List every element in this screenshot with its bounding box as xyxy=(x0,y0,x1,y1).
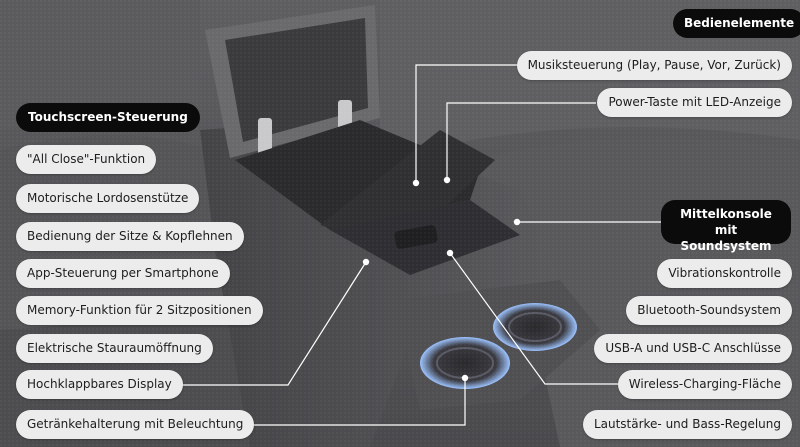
feature-vibration: Vibrationskontrolle xyxy=(657,259,792,288)
feature-lordosenstuetze: Motorische Lordosenstütze xyxy=(16,184,200,213)
feature-usb: USB-A und USB-C Anschlüsse xyxy=(594,334,792,363)
feature-display: Hochklappbares Display xyxy=(16,370,183,399)
feature-all-close: "All Close"-Funktion xyxy=(16,145,157,174)
feature-memory: Memory-Funktion für 2 Sitzpositionen xyxy=(16,296,263,325)
header-touchscreen: Touchscreen-Steuerung xyxy=(16,103,200,132)
feature-lautstaerke: Lautstärke- und Bass-Regelung xyxy=(582,410,792,439)
header-bedienelemente: Bedienelemente xyxy=(673,9,800,38)
feature-getraenkehalter: Getränkehalterung mit Beleuchtung xyxy=(16,410,255,439)
feature-app-steuerung: App-Steuerung per Smartphone xyxy=(16,259,230,288)
feature-power-taste: Power-Taste mit LED-Anzeige xyxy=(597,88,792,117)
feature-musiksteuerung: Musiksteuerung (Play, Pause, Vor, Zurück… xyxy=(516,51,792,80)
feature-bluetooth: Bluetooth-Soundsystem xyxy=(626,296,792,325)
feature-stauraum: Elektrische Stauraumöffnung xyxy=(16,334,213,363)
feature-sitze-kopflehnen: Bedienung der Sitze & Kopflehnen xyxy=(16,222,244,251)
feature-wireless-charging: Wireless-Charging-Fläche xyxy=(617,370,792,399)
header-mittelkonsole: Mittelkonsole mit Soundsystem xyxy=(661,200,791,253)
